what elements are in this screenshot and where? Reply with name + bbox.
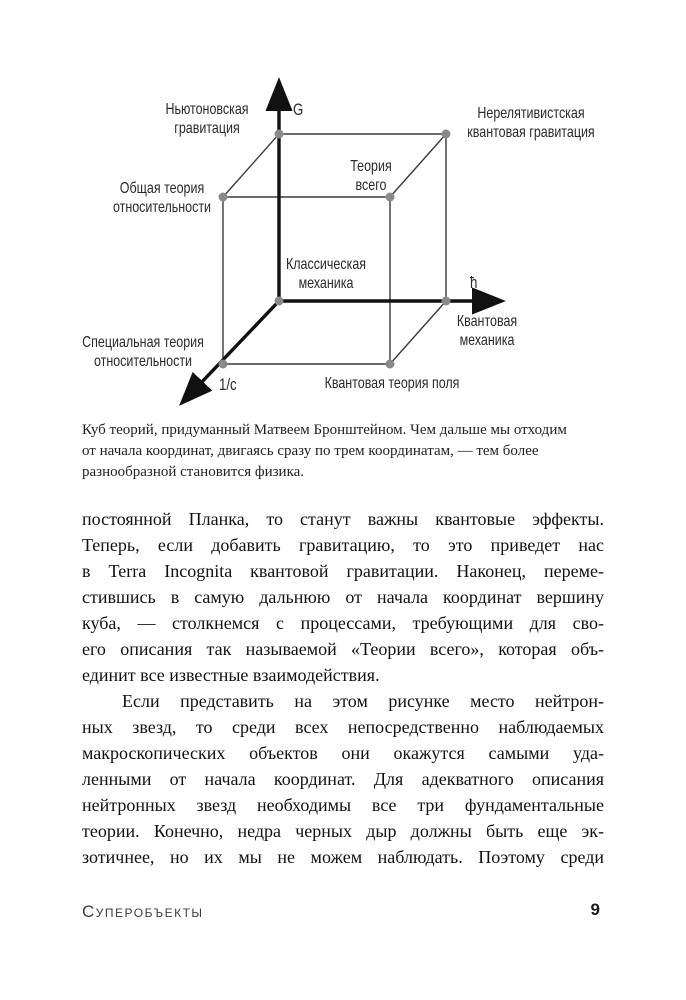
body-line: постоянной Планка, то станут важны квант… [82,509,604,529]
inv-c-axis-label: 1/c [219,375,237,394]
body-line: Если представить на этом рисунке место н… [122,691,604,711]
hbar-axis-label: ħ [470,273,478,292]
page-number: 9 [590,900,600,919]
body-line: стившись в самую дальнюю от начала коорд… [82,587,604,607]
bronstein-cube-diagram [179,77,506,406]
label-newtonian-gravity: Ньютоновская гравитация [121,100,293,138]
inv-c-axis [179,299,281,406]
body-line: нейтронных звезд необходимы все три фунд… [82,795,604,815]
label-general-relativity: Общая теория относительности [76,179,248,217]
body-text: постоянной Планка, то станут важны квант… [82,506,604,870]
label-quantum-mechanics: Квантовая механика [401,312,573,350]
label-line: всего [355,177,387,194]
body-line: зотичнее, но их мы не можем наблюдать. П… [82,847,604,867]
body-line: Теперь, если добавить гравитацию, то это… [82,535,604,555]
running-footer-book-title: Суперобъекты [82,902,204,921]
caption-line: Куб теорий, придуманный Матвеем Бронштей… [82,422,567,438]
body-line: макроскопических объектов они окажутся с… [82,743,604,763]
label-line: Общая теория [119,180,205,197]
label-line: Теория [350,158,392,175]
label-line: относительности [112,199,212,216]
label-nonrelativistic-quantum-gravity: Нерелятивистская квантовая гравитация [445,104,617,142]
label-line: Специальная теория [82,334,204,351]
body-line: единит все известные взаимодействия. [82,665,380,685]
body-line: теории. Конечно, недра черных дыр должны… [82,821,604,841]
body-line: его описания так называемой «Теории всег… [82,639,604,659]
label-line: механика [459,332,515,349]
label-line: Ньютоновская [165,101,249,118]
caption-line: от начала координат, двигаясь сразу по т… [82,443,539,459]
vertex-dots [218,129,451,369]
cube-edges [222,133,447,365]
label-theory-of-everything: Теория всего [285,157,457,195]
label-line: Квантовая [456,313,518,330]
body-line: куба, — столкнемся с процессами, требующ… [82,613,604,633]
g-axis-label: G [293,100,304,119]
label-line: гравитация [174,120,240,137]
body-line: в Terra Incognita квантовой гравитации. … [82,561,604,581]
label-line: Квантовая теория поля [324,375,460,392]
caption-line: разнообразной становится физика. [82,464,305,480]
label-classical-mechanics: Классическая механика [240,255,412,293]
label-line: Классическая [285,256,367,273]
label-line: квантовая гравитация [467,124,595,141]
body-line: ленными от начала координат. Для адекват… [82,769,604,789]
label-line: относительности [93,353,193,370]
label-line: механика [298,275,354,292]
label-special-relativity: Специальная теория относительности [57,333,229,371]
label-line: Нерелятивистская [477,105,585,122]
label-quantum-field-theory: Квантовая теория поля [306,374,478,393]
body-line: ных звезд, то среди всех непосредственно… [82,717,604,737]
figure-caption: Куб теорий, придуманный Матвеем Бронштей… [82,420,606,483]
